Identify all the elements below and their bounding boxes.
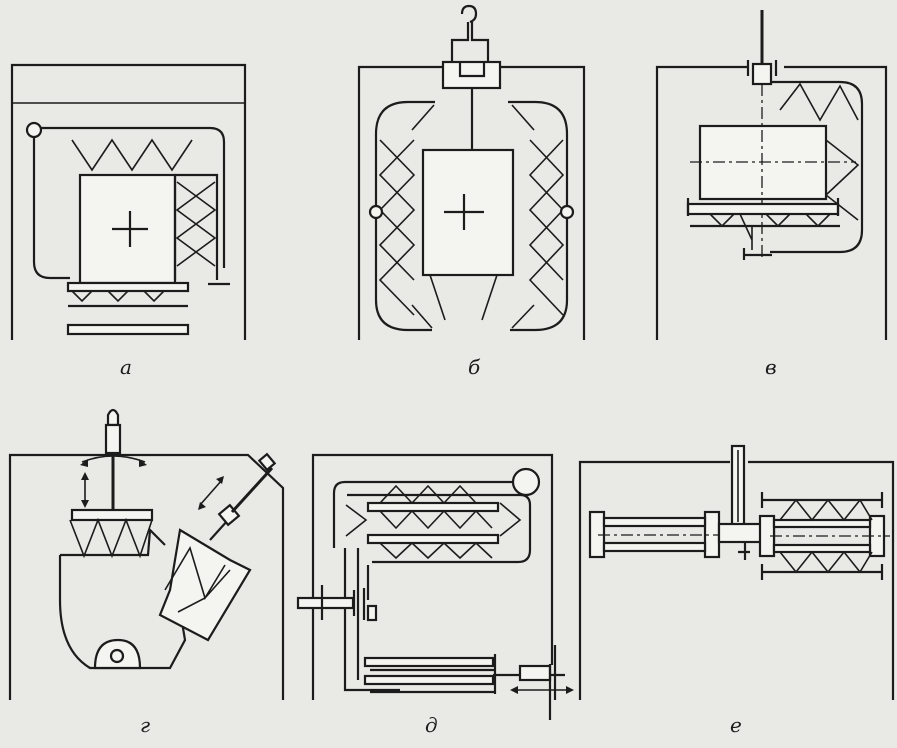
panel-v: в (655, 10, 888, 379)
panel-d: д (296, 453, 574, 737)
panel-label-b: б (468, 355, 481, 379)
panel-label-d: д (425, 713, 438, 737)
panel-label-g: г (140, 713, 150, 737)
panel-label-a: а (120, 355, 132, 379)
panel-g: г (8, 408, 285, 737)
hook-icon (460, 4, 478, 24)
panel-label-v: в (765, 355, 777, 379)
panel-a: а (10, 63, 247, 379)
panel-label-e: е (730, 713, 742, 737)
panel-b: б (357, 4, 586, 379)
panel-e: е (578, 444, 895, 737)
